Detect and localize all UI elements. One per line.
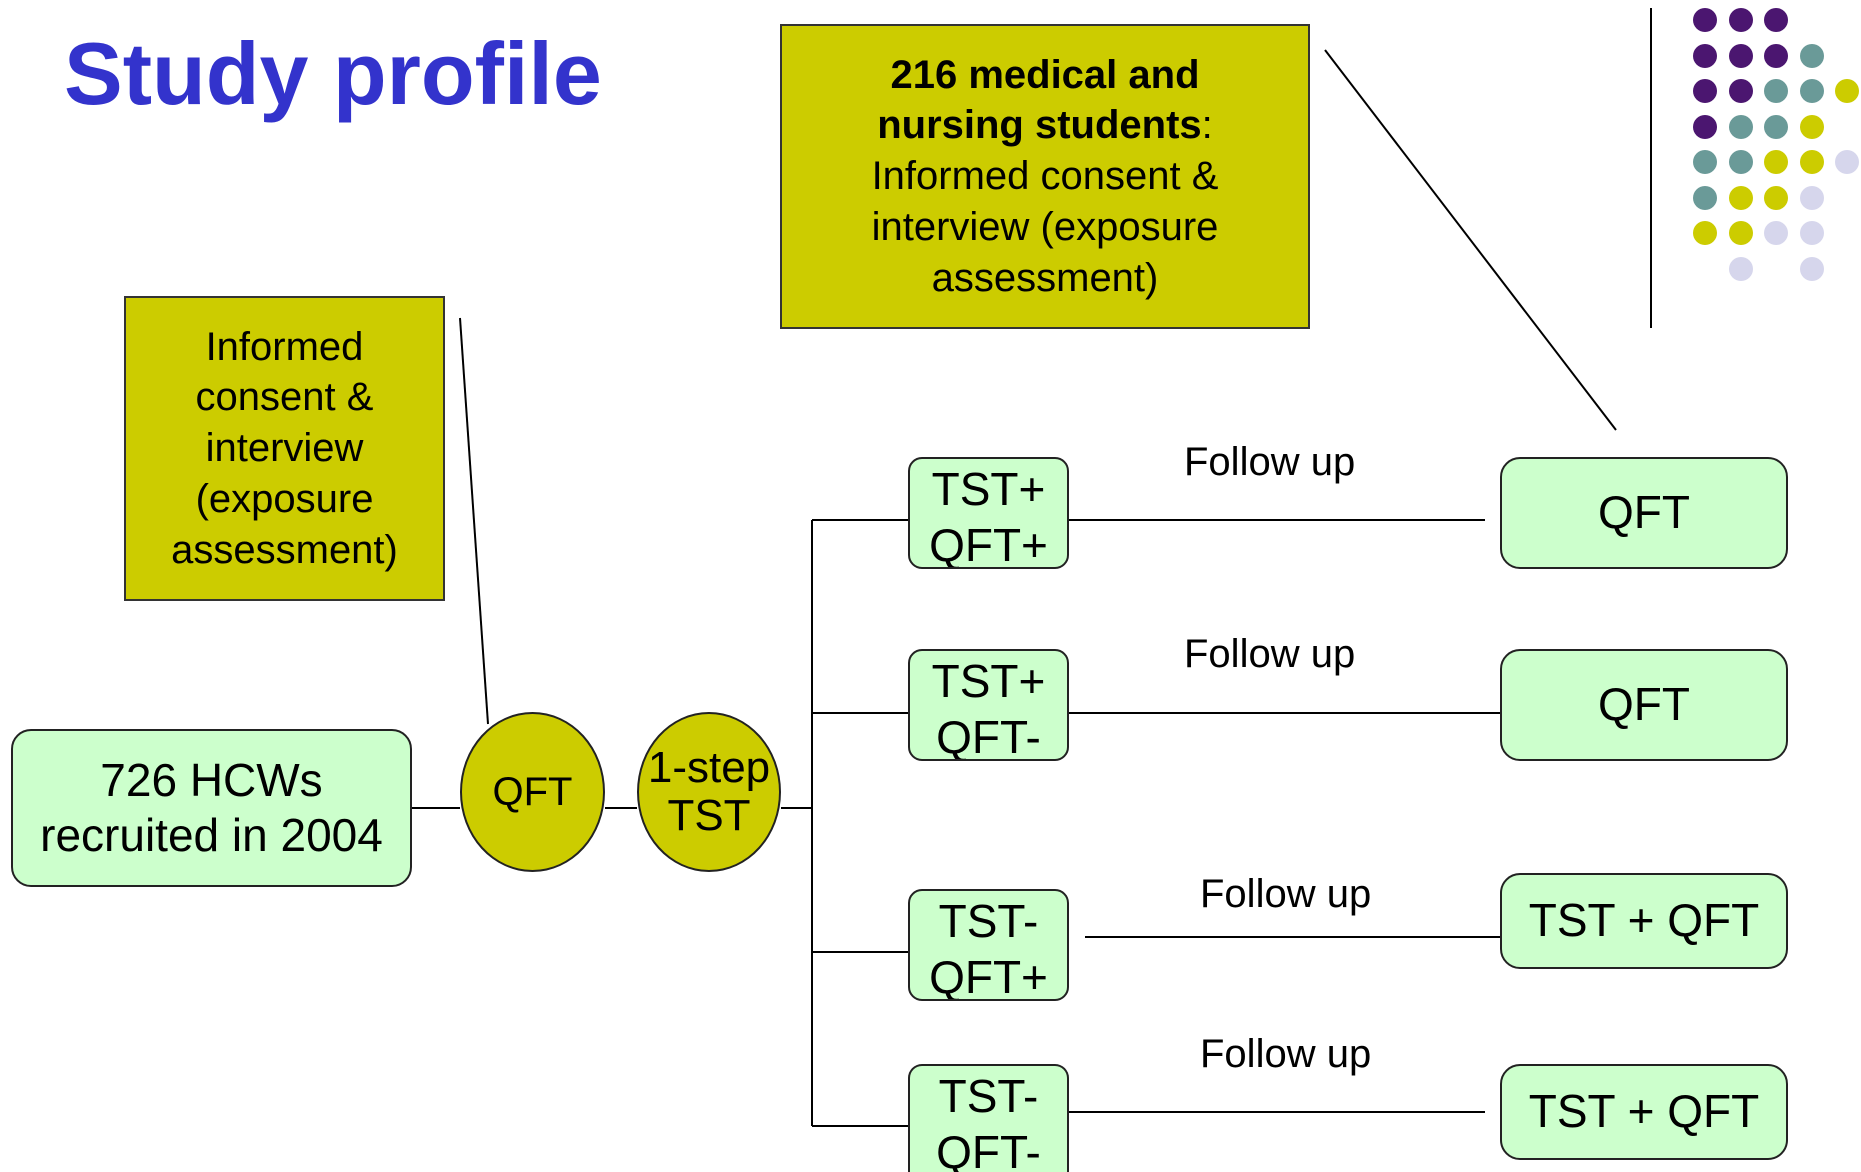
result-node-line1: TST+ (931, 463, 1046, 515)
result-node-line2: QFT+ (929, 519, 1048, 569)
outcome-label: TST + QFT (1528, 894, 1760, 947)
result-node-line2: QFT+ (929, 951, 1048, 1001)
decorative-dot (1764, 114, 1788, 139)
decorative-dot (1728, 79, 1753, 103)
result-node-tst-neg-qft-pos: TST- QFT+ (908, 889, 1069, 1001)
outcome-label: TST + QFT (1528, 1085, 1760, 1138)
decorative-dot (1799, 185, 1824, 210)
callout-line-left-box (459, 317, 489, 725)
outcome-box-tst-qft: TST + QFT (1500, 873, 1788, 969)
decorative-dot (1728, 8, 1753, 32)
decorative-dot (1799, 79, 1824, 103)
decorative-dot (1764, 79, 1788, 103)
recruited-hcws-box: 726 HCWs recruited in 2004 (11, 729, 412, 887)
recruited-hcws-text: 726 HCWs recruited in 2004 (40, 753, 383, 863)
decorative-dot (1764, 43, 1788, 68)
decorative-dot (1693, 79, 1717, 103)
decorative-dot (1764, 8, 1788, 32)
follow-up-label: Follow up (1200, 1032, 1372, 1076)
qft-test-label: QFT (492, 770, 573, 814)
outcome-label: QFT (1598, 486, 1690, 539)
students-info-detail: : Informed consent & interview (exposure… (871, 103, 1219, 300)
decorative-dot (1728, 256, 1753, 281)
decorative-dot (1728, 185, 1753, 210)
follow-up-label: Follow up (1184, 632, 1356, 676)
follow-up-label: Follow up (1184, 440, 1356, 484)
decorative-dot (1728, 221, 1753, 245)
decorative-dot (1799, 150, 1824, 174)
consent-info-box: Informed consent & interview (exposure a… (124, 296, 445, 601)
outcome-label: QFT (1598, 678, 1690, 731)
tst-test-line2: TST (667, 791, 751, 840)
consent-info-text: Informed consent & interview (exposure a… (171, 324, 398, 572)
tst-test-line1: 1-step (647, 742, 771, 792)
decorative-dot (1835, 150, 1859, 174)
decorative-dot (1799, 221, 1824, 245)
qft-test-ellipse: QFT (460, 712, 605, 872)
decorative-dot (1693, 150, 1717, 174)
students-info-box: 216 medical and nursing students: Inform… (780, 24, 1310, 329)
decorative-dot (1728, 150, 1753, 174)
decorative-dot (1693, 114, 1717, 139)
decorative-dot (1728, 114, 1753, 139)
result-node-line1: TST+ (931, 655, 1046, 707)
result-node-line1: TST- (938, 1070, 1039, 1122)
result-node-tst-neg-qft-neg: TST- QFT- (908, 1064, 1069, 1172)
recruited-hcws-line1: 726 HCWs (100, 753, 323, 806)
follow-up-label: Follow up (1200, 872, 1372, 916)
result-node-line2: QFT- (936, 711, 1041, 761)
result-node-tst-pos-qft-pos: TST+ QFT+ (908, 457, 1069, 569)
outcome-box-qft: QFT (1500, 649, 1788, 761)
decorative-dot (1835, 79, 1859, 103)
outcome-box-tst-qft: TST + QFT (1500, 1064, 1788, 1160)
students-info-text: 216 medical and nursing students: Inform… (812, 50, 1278, 304)
result-node-line2: QFT- (936, 1126, 1041, 1172)
decorative-dot (1764, 185, 1788, 210)
students-count-bold: 216 medical and nursing students (877, 52, 1202, 148)
decorative-dot (1764, 221, 1788, 245)
decorative-dot (1799, 114, 1824, 139)
decorative-dot (1799, 43, 1824, 68)
recruited-hcws-line2: recruited in 2004 (40, 809, 383, 861)
outcome-box-qft: QFT (1500, 457, 1788, 569)
callout-line-top-box (1324, 49, 1617, 431)
decorative-dot (1693, 43, 1717, 68)
decorative-dot (1764, 150, 1788, 174)
decorative-dot (1693, 221, 1717, 245)
decorative-dot (1799, 256, 1824, 281)
result-node-line1: TST- (938, 895, 1039, 947)
result-node-tst-pos-qft-neg: TST+ QFT- (908, 649, 1069, 761)
decorative-dot (1693, 8, 1717, 32)
decorative-dot (1693, 185, 1717, 210)
decorative-dot (1728, 43, 1753, 68)
page-title: Study profile (64, 24, 602, 123)
tst-test-ellipse: 1-step TST (637, 712, 781, 872)
